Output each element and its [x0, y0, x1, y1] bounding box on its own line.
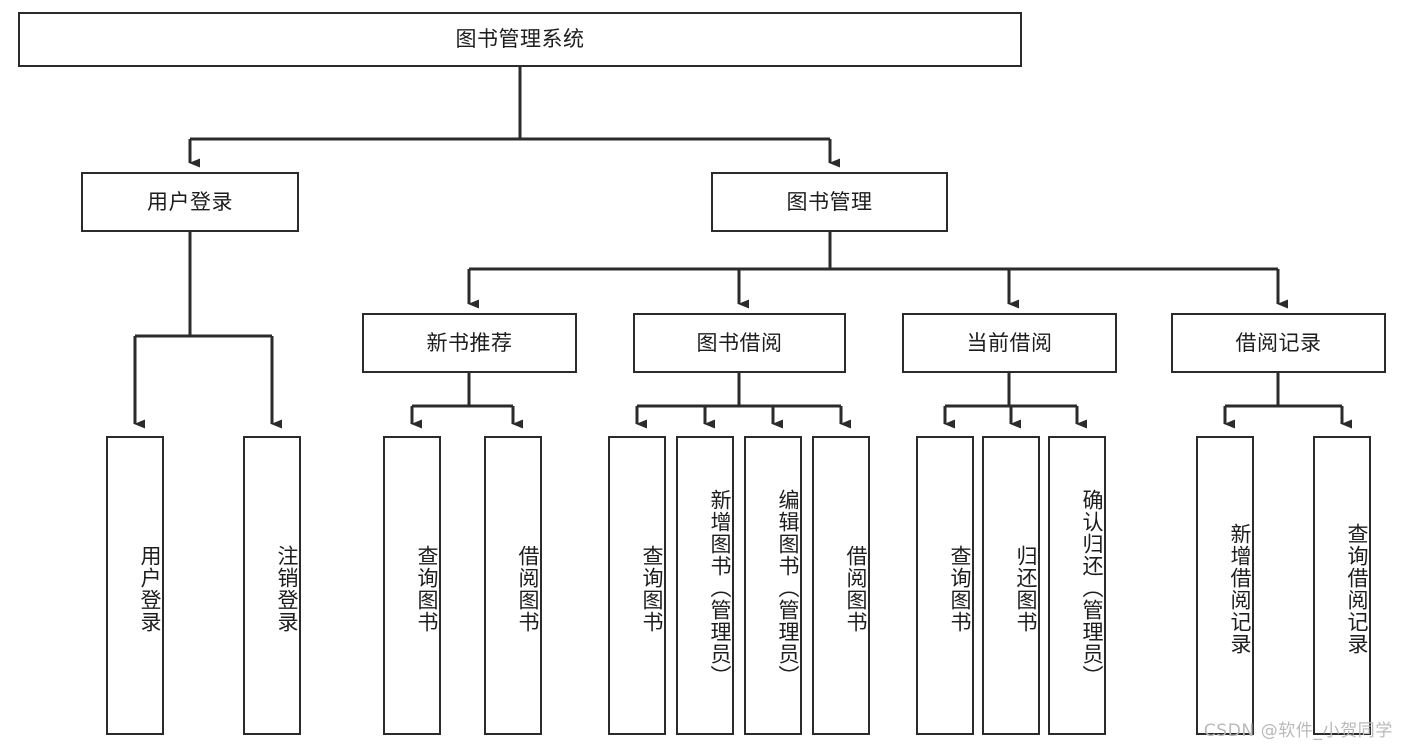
node-user-login[interactable]: 用户登录: [81, 172, 299, 232]
node-label: 新增借阅记录: [1228, 522, 1252, 655]
node-borrow-record[interactable]: 借阅记录: [1171, 313, 1386, 373]
node-label: 编辑图书（管理员）: [776, 488, 800, 687]
node-leaf-confirm-return-admin[interactable]: 确认归还（管理员）: [1048, 436, 1106, 735]
node-label: 当前借阅: [966, 330, 1053, 355]
node-label: 借阅记录: [1235, 330, 1322, 355]
node-book-borrow[interactable]: 图书借阅: [633, 313, 846, 373]
node-label: 注销登录: [275, 544, 299, 633]
node-label: 归还图书: [1014, 544, 1038, 633]
node-leaf-add-book-admin[interactable]: 新增图书（管理员）: [676, 436, 734, 735]
node-leaf-borrow-book-recommendation[interactable]: 借阅图书: [484, 436, 542, 735]
node-label: 用户登录: [147, 189, 233, 214]
node-label: 用户登录: [138, 544, 162, 633]
node-leaf-query-book-borrow[interactable]: 查询图书: [608, 436, 666, 735]
node-label: 借阅图书: [844, 544, 868, 633]
node-book-manage[interactable]: 图书管理: [711, 172, 948, 232]
node-label: 图书管理系统: [455, 27, 585, 52]
node-leaf-query-book-current[interactable]: 查询图书: [916, 436, 974, 735]
node-label: 借阅图书: [516, 544, 540, 633]
node-new-book-recommendation[interactable]: 新书推荐: [362, 313, 577, 373]
node-current-borrow[interactable]: 当前借阅: [902, 313, 1117, 373]
node-label: 查询图书: [415, 544, 439, 633]
node-label: 图书借阅: [696, 330, 783, 355]
node-leaf-borrow-book[interactable]: 借阅图书: [812, 436, 870, 735]
node-label: 新书推荐: [426, 330, 513, 355]
node-label: 图书管理: [786, 189, 873, 214]
node-label: 新增图书（管理员）: [708, 488, 732, 687]
node-leaf-query-borrow-record[interactable]: 查询借阅记录: [1313, 436, 1371, 735]
node-root-book-management-system[interactable]: 图书管理系统: [18, 12, 1022, 67]
node-label: 确认归还（管理员）: [1080, 488, 1104, 687]
node-leaf-user-logout[interactable]: 注销登录: [243, 436, 301, 735]
node-leaf-query-book-recommendation[interactable]: 查询图书: [383, 436, 441, 735]
node-leaf-add-borrow-record[interactable]: 新增借阅记录: [1196, 436, 1254, 735]
csdn-watermark: CSDN @软件_小贺同学: [1203, 721, 1393, 741]
node-leaf-user-login[interactable]: 用户登录: [106, 436, 164, 735]
node-label: 查询图书: [948, 544, 972, 633]
node-label: 查询图书: [640, 544, 664, 633]
node-label: 查询借阅记录: [1345, 522, 1369, 655]
node-leaf-return-book[interactable]: 归还图书: [982, 436, 1040, 735]
node-leaf-edit-book-admin[interactable]: 编辑图书（管理员）: [744, 436, 802, 735]
